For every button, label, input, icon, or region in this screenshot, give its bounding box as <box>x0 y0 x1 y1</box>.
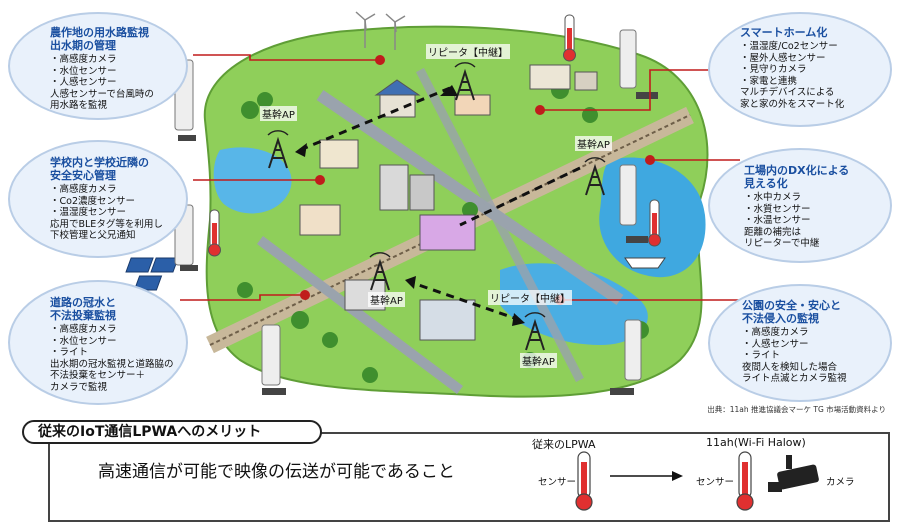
bubble-item: 水質センサー <box>753 203 811 215</box>
bubble-title: スマートホーム化 <box>740 26 828 39</box>
bubble-park-safety: 公園の安全・安心と 不法侵入の監視 ・高感度カメラ ・人感センサー ・ライト 夜… <box>708 284 892 402</box>
bubble-item: 水中カメラ <box>753 192 802 203</box>
bubble-title: 見える化 <box>744 177 788 190</box>
bubble-smart-home: スマートホーム化 ・温湿度/Co2センサー ・屋外人感センサー ・見守りカメラ … <box>708 12 892 127</box>
bubble-title: 安全安心管理 <box>50 169 116 182</box>
bubble-title: 農作地の用水路監視 <box>50 26 149 39</box>
bubble-item: Co2濃度センサー <box>59 195 136 207</box>
bubble-note: 不法投棄をセンサー＋ <box>50 370 146 381</box>
camera-label: カメラ <box>826 477 855 488</box>
bubble-note: マルチデバイスによる <box>740 87 835 98</box>
bubble-note: 下校管理と父兄通知 <box>50 230 136 241</box>
ap-label: 基幹AP <box>368 292 405 307</box>
ap-label: 基幹AP <box>260 106 297 121</box>
bubble-road-flood: 道路の冠水と 不法投棄監視 ・高感度カメラ ・水位センサー ・ライト 出水期の冠… <box>8 280 188 405</box>
repeater-label: リピータ【中継】 <box>426 44 510 59</box>
bubble-item: 水温センサー <box>753 215 811 226</box>
bubble-title: 学校内と学校近隣の <box>50 156 149 169</box>
bubble-note: 応用でBLEタグ等を利用し <box>50 218 163 230</box>
bubble-school-safety: 学校内と学校近隣の 安全安心管理 ・高感度カメラ ・Co2濃度センサー ・温湿度… <box>8 140 188 258</box>
halow-heading: 11ah(Wi-Fi Halow) <box>706 436 806 449</box>
bubble-item: ライト <box>59 347 89 358</box>
bubble-item: 高感度カメラ <box>59 54 117 65</box>
bubble-title: 工場内のDX化による <box>744 164 850 177</box>
bubble-list: ・高感度カメラ ・水位センサー ・人感センサー <box>50 54 117 88</box>
bubble-factory-dx: 工場内のDX化による 見える化 ・水中カメラ ・水質センサー ・水温センサー 距… <box>708 148 892 263</box>
bubble-item: 水位センサー <box>59 65 117 77</box>
bubble-item: 人感センサー <box>59 77 117 88</box>
bubble-list: ・高感度カメラ ・人感センサー ・ライト <box>742 327 809 361</box>
bubble-note: 距離の補完は <box>744 226 802 238</box>
bubble-item: ライト <box>751 350 781 361</box>
sensor-label: センサー <box>696 477 735 488</box>
bubble-note: 用水路を監視 <box>50 100 108 111</box>
bubble-note: 家と家の外をスマート化 <box>740 98 845 110</box>
bubble-title: 不法侵入の監視 <box>742 312 819 325</box>
lpwa-heading: 従来のLPWA <box>532 438 596 451</box>
bubble-item: 高感度カメラ <box>59 184 117 195</box>
bubble-item: 屋外人感センサー <box>749 52 826 64</box>
bubble-title: 出水期の管理 <box>50 39 116 52</box>
benefit-text: 高速通信が可能で映像の伝送が可能であること <box>98 462 455 482</box>
bubble-list: ・高感度カメラ ・Co2濃度センサー ・温湿度センサー <box>50 184 136 218</box>
bubble-note: ライト点滅とカメラ監視 <box>742 373 847 384</box>
bubble-item: 温湿度/Co2センサー <box>749 41 838 52</box>
bubble-item: 人感センサー <box>751 338 809 350</box>
bubble-list: ・高感度カメラ ・水位センサー ・ライト <box>50 324 117 358</box>
bubble-item: 見守りカメラ <box>749 64 807 75</box>
bubble-farm-waterway: 農作地の用水路監視 出水期の管理 ・高感度カメラ ・水位センサー ・人感センサー… <box>8 12 188 120</box>
bubble-title: 道路の冠水と <box>50 296 116 309</box>
bubble-title: 不法投棄監視 <box>50 309 116 322</box>
source-note: 出典：11ah 推進協議会マーケ TG 市場活動資料より <box>707 405 886 414</box>
bubble-item: 家電と連携 <box>749 75 798 87</box>
ap-label: 基幹AP <box>575 136 612 151</box>
bubble-note: 夜間人を検知した場合 <box>742 361 838 373</box>
bubble-item: 水位センサー <box>59 335 117 347</box>
bubble-item: 温湿度センサー <box>59 207 127 218</box>
bubble-list: ・水中カメラ ・水質センサー ・水温センサー <box>744 192 811 226</box>
benefit-title: 従来のIoT通信LPWAへのメリット <box>22 420 322 444</box>
ap-label: 基幹AP <box>520 353 557 368</box>
bubble-item: 高感度カメラ <box>751 327 809 338</box>
bubble-list: ・温湿度/Co2センサー ・屋外人感センサー ・見守りカメラ ・家電と連携 <box>740 41 838 87</box>
town-map-illustration <box>125 11 740 398</box>
bubble-item: 高感度カメラ <box>59 324 117 335</box>
bubble-note: 人感センサーで台風時の <box>50 88 154 100</box>
sensor-label: センサー <box>538 477 577 488</box>
bubble-note: 出水期の冠水監視と道路脇の <box>50 358 174 370</box>
bubble-note: カメラで監視 <box>50 381 108 393</box>
repeater-label: リピータ【中継】 <box>488 290 572 305</box>
bubble-note: リピーターで中継 <box>744 238 820 249</box>
bubble-title: 公園の安全・安心と <box>742 299 841 312</box>
